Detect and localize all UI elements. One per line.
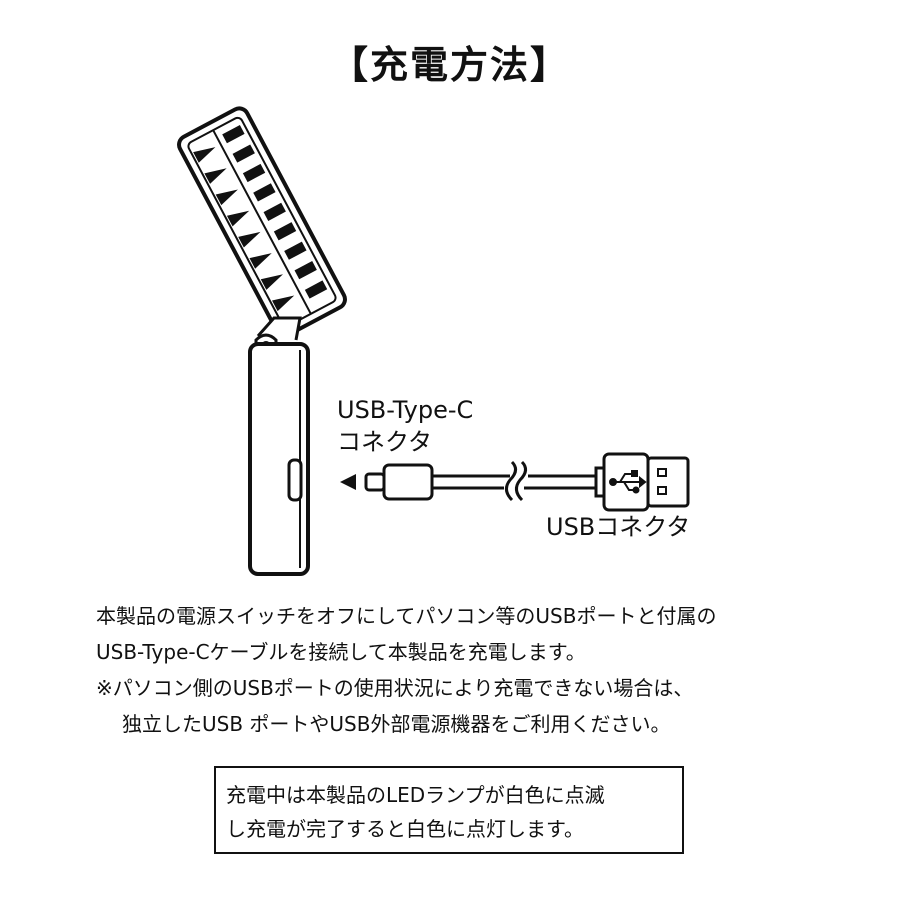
note-line: し充電が完了すると白色に点灯します。	[226, 817, 584, 841]
usb-c-plug	[364, 463, 434, 501]
note-line: 充電中は本製品のLEDランプが白色に点滅	[226, 783, 605, 807]
instruction-line: 独立したUSB ポートやUSB外部電源機器をご利用ください。	[122, 712, 671, 736]
usb-connector-label: USBコネクタ	[546, 513, 691, 541]
type-c-label-line2: コネクタ	[337, 428, 433, 456]
type-c-label-line1: USB-Type-C	[337, 396, 474, 424]
usb-a-plug	[594, 452, 690, 512]
instruction-line: ※パソコン側のUSBポートの使用状況により充電できない場合は、	[96, 676, 694, 700]
usb-c-port	[287, 458, 303, 502]
instruction-line: 本製品の電源スイッチをオフにしてパソコン等のUSBポートと付属の	[96, 604, 717, 628]
charging-diagram	[177, 106, 690, 576]
instruction-line: USB-Type-Cケーブルを接続して本製品を充電します。	[96, 640, 586, 664]
insert-arrow-icon	[340, 474, 356, 490]
cable	[432, 460, 596, 502]
fan-head	[177, 106, 347, 338]
fan-grille	[193, 125, 328, 312]
page-title: 【充電方法】	[329, 43, 570, 87]
usb-symbol-icon	[609, 470, 647, 494]
instructions: 本製品の電源スイッチをオフにしてパソコン等のUSBポートと付属の USB-Typ…	[96, 598, 816, 742]
fan-body	[248, 342, 310, 576]
led-note-box: 充電中は本製品のLEDランプが白色に点滅 し充電が完了すると白色に点灯します。	[214, 766, 684, 854]
